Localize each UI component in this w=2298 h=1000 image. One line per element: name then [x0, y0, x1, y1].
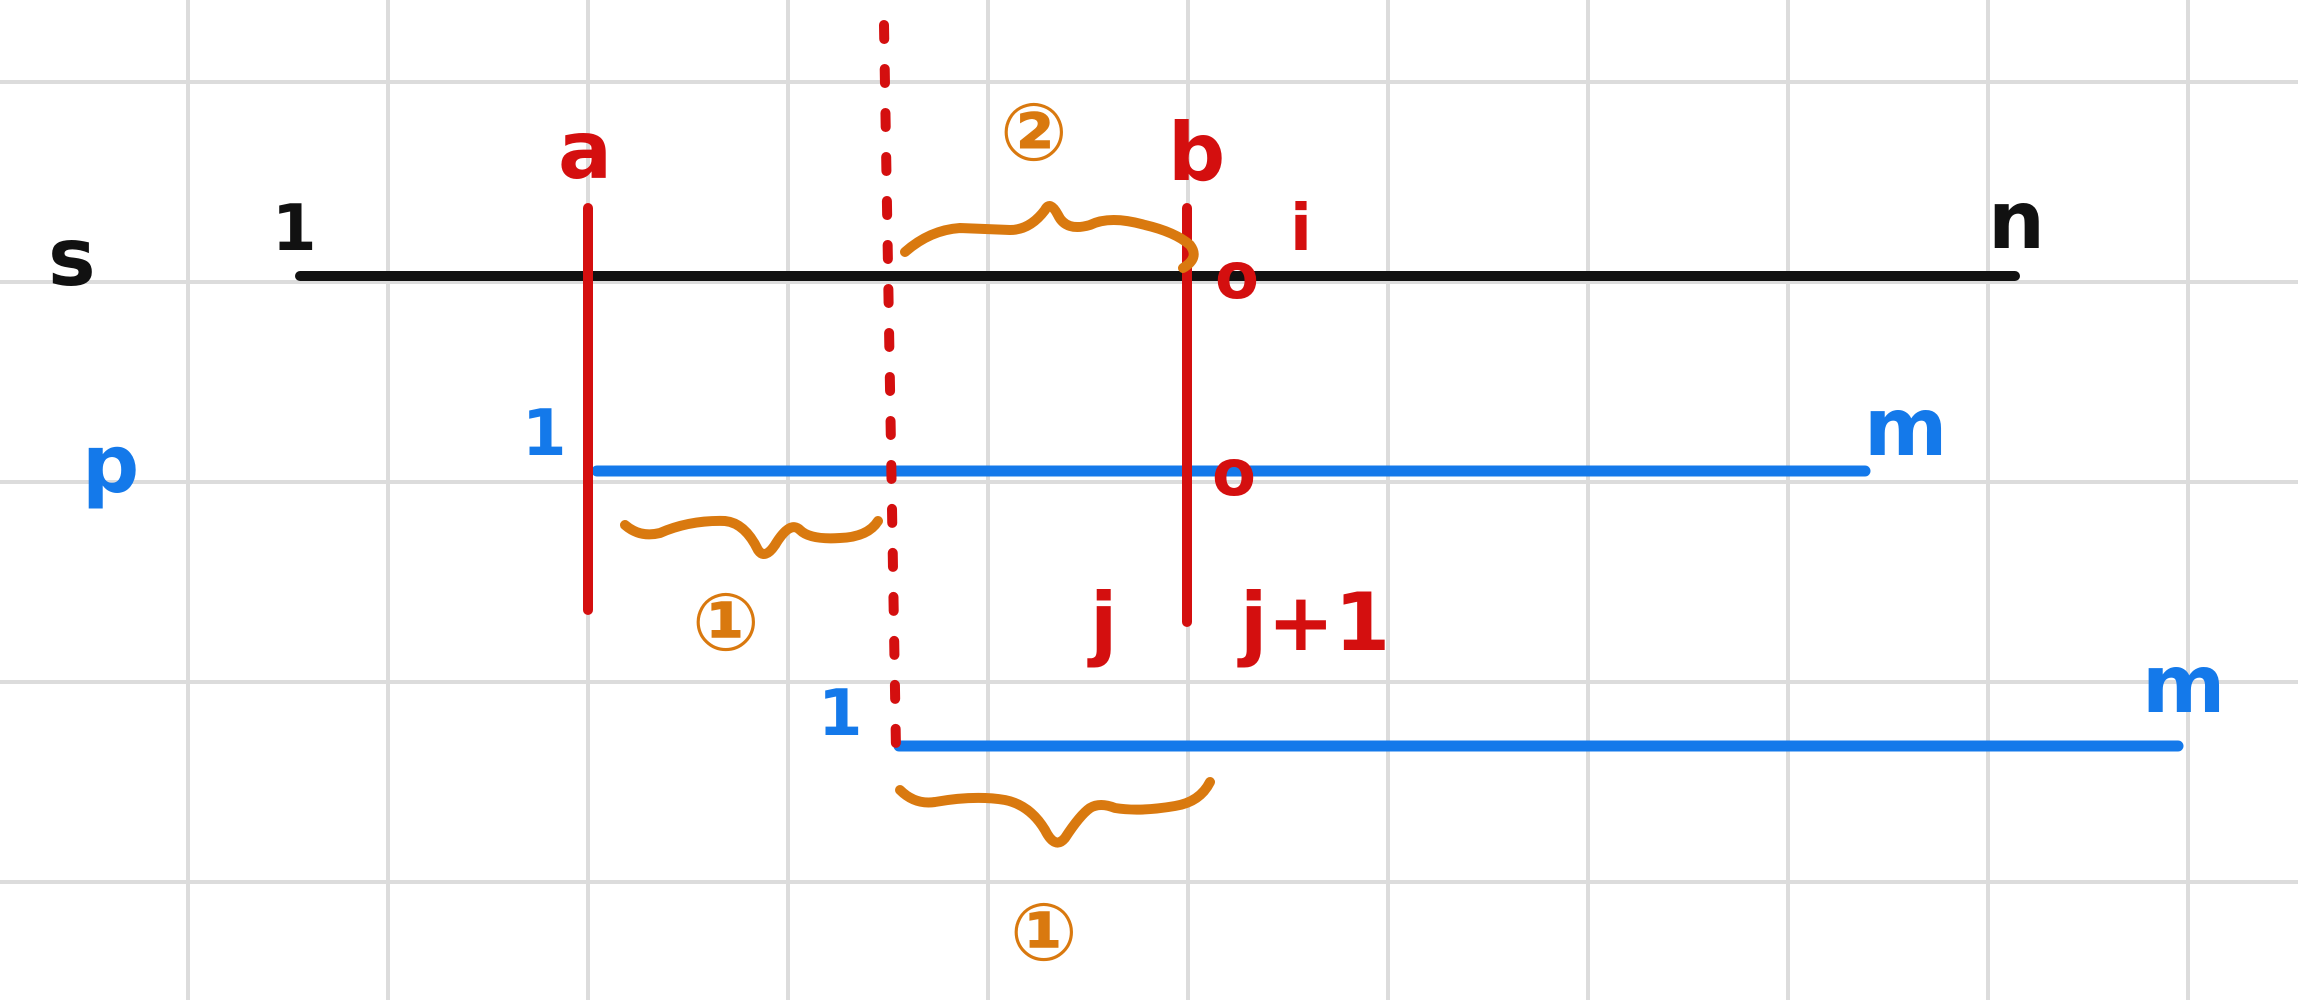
text-start-index: 1 — [272, 192, 317, 266]
pattern-end-index: m — [1864, 381, 1947, 474]
shift-dashed-line — [879, 20, 901, 755]
text-end-index: n — [1988, 174, 2045, 267]
pattern-start-index: 1 — [522, 397, 567, 471]
bottom-brace — [895, 777, 1215, 848]
top-brace-number: ② — [1000, 86, 1068, 179]
top-brace — [900, 201, 1199, 273]
text-mismatch-char: o — [1215, 240, 1259, 314]
bottom-brace-number: ① — [1010, 886, 1078, 979]
shifted-end-index: m — [2142, 638, 2225, 731]
right-marker-label: b — [1168, 106, 1225, 199]
pattern-name: p — [82, 418, 139, 511]
text-string-name: s — [48, 211, 96, 304]
index-i-label: i — [1290, 192, 1312, 266]
shifted-start-index: 1 — [818, 677, 863, 751]
left-brace-number: ① — [692, 576, 760, 669]
index-j-next-label: j+1 — [1237, 576, 1390, 669]
left-marker-label: a — [558, 104, 612, 197]
pattern-mismatch-char: o — [1212, 437, 1256, 511]
left-brace — [620, 515, 883, 559]
index-j-label: j — [1087, 576, 1117, 669]
